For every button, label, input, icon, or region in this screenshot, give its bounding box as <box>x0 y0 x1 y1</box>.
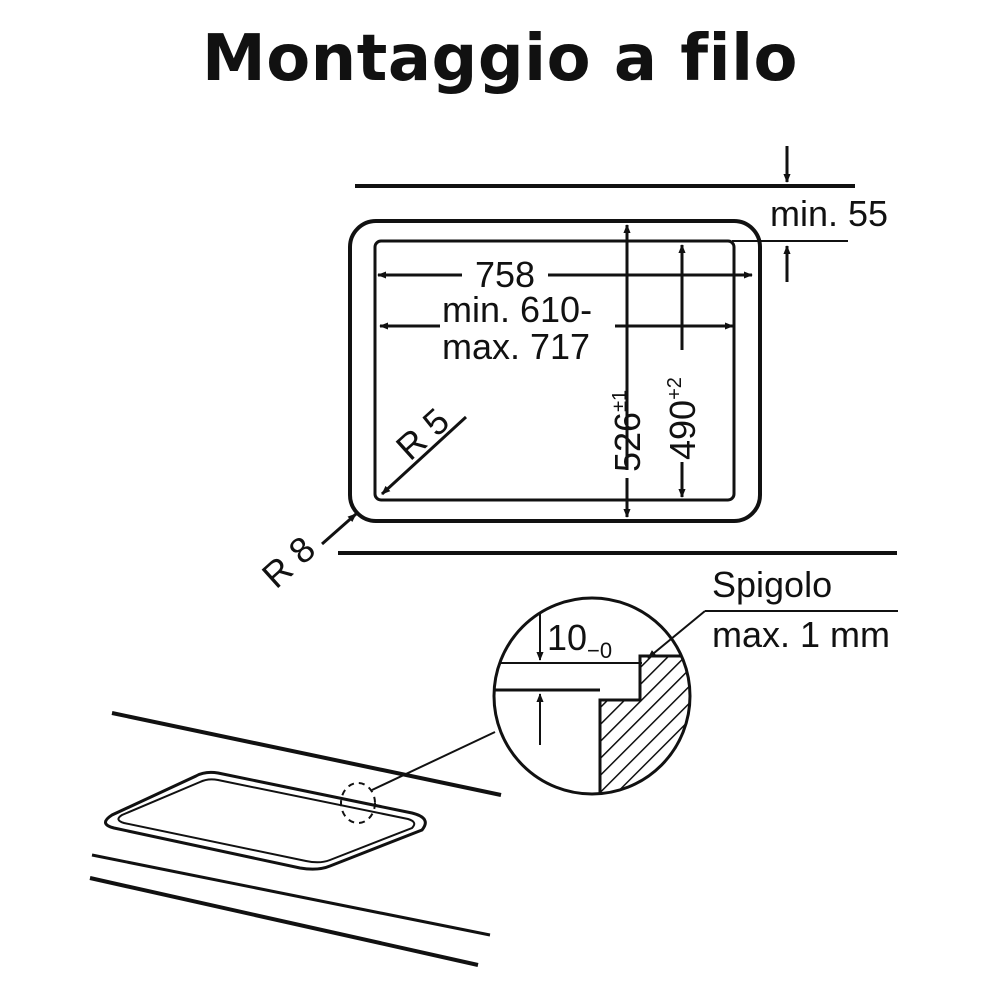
perspective-worktop-front-line-1 <box>91 853 491 937</box>
perspective-worktop-back-line <box>111 711 502 797</box>
depth-outer-label: 526 <box>607 412 648 472</box>
perspective-detail-marker <box>340 782 376 824</box>
depth-outer-tolerance: ±1 <box>609 390 631 412</box>
edge-min-label: min. 55 <box>770 193 888 234</box>
width-inner-label-line1: min. 610- <box>442 289 592 330</box>
detail-circle-outline <box>492 596 692 796</box>
svg-text:526±1: 526±1 <box>607 390 648 472</box>
detail-depth-tolerance: −0 <box>587 638 612 663</box>
detail-depth-label: 10 <box>547 617 587 658</box>
depth-inner-tolerance: +2 <box>664 377 686 400</box>
width-inner-label-line2: max. 717 <box>442 326 590 367</box>
radius-inner-leader <box>380 415 468 496</box>
page-title: Montaggio a filo <box>202 22 798 96</box>
perspective-cutout-inner <box>117 778 416 864</box>
svg-text:490+2: 490+2 <box>662 377 703 460</box>
depth-inner-label: 490 <box>662 400 703 460</box>
detail-magnifier <box>494 654 690 794</box>
perspective-cutout-outer <box>104 770 427 871</box>
edge-label-line2: max. 1 mm <box>712 614 890 655</box>
cutout-outer-outline <box>348 219 762 523</box>
detail-leader-line <box>371 731 496 791</box>
edge-label-line1: Spigolo <box>712 564 832 605</box>
cutout-inner-outline <box>373 239 736 502</box>
edge-label-leader <box>647 610 706 659</box>
width-outer-label: 758 <box>475 254 535 295</box>
radius-outer-leader <box>321 512 357 546</box>
svg-text:10−0: 10−0 <box>547 617 612 663</box>
radius-inner-label: R 5 <box>388 400 457 468</box>
radius-outer-label: R 8 <box>254 528 323 596</box>
perspective-worktop-front-line-2 <box>89 876 479 967</box>
